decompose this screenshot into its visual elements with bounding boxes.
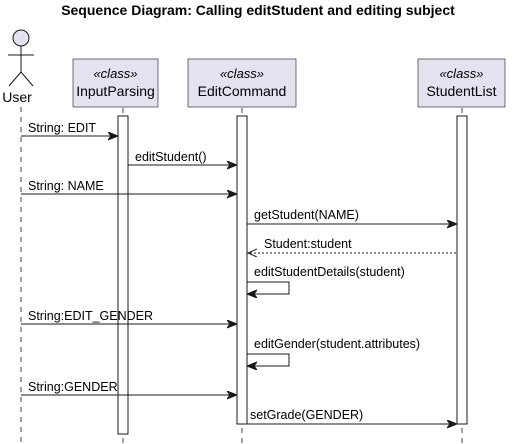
message-label: editGender(student.attributes) bbox=[254, 337, 420, 351]
participant-editcommand: «class» EditCommand bbox=[187, 58, 297, 108]
message-string-gender: String:GENDER bbox=[21, 380, 236, 395]
participant-inputparsing: «class» InputParsing bbox=[72, 58, 159, 108]
participant-studentlist: «class» StudentList bbox=[417, 58, 506, 108]
message-label: String: EDIT bbox=[28, 121, 96, 135]
diagram-title: Sequence Diagram: Calling editStudent an… bbox=[61, 2, 455, 18]
message-label: Student:student bbox=[264, 237, 352, 251]
inputparsing-name: InputParsing bbox=[76, 83, 155, 99]
message-label: getStudent(NAME) bbox=[254, 208, 359, 222]
user-label: User bbox=[2, 89, 32, 105]
message-return-student: Student:student bbox=[248, 237, 456, 253]
message-label: editStudentDetails(student) bbox=[254, 265, 405, 279]
studentlist-name: StudentList bbox=[426, 83, 496, 99]
message-editstudent: editStudent() bbox=[128, 150, 236, 165]
editcommand-name: EditCommand bbox=[198, 83, 287, 99]
inputparsing-activation bbox=[117, 115, 129, 435]
editcommand-activation bbox=[236, 115, 248, 425]
message-setgrade: setGrade(GENDER) bbox=[247, 408, 456, 424]
editcommand-stereotype: «class» bbox=[220, 66, 264, 81]
message-string-name: String: NAME bbox=[21, 179, 236, 194]
message-editstudentdetails: editStudentDetails(student) bbox=[247, 265, 405, 294]
studentlist-stereotype: «class» bbox=[439, 66, 483, 81]
message-label: String:GENDER bbox=[28, 380, 118, 394]
message-getstudent: getStudent(NAME) bbox=[247, 208, 456, 224]
studentlist-activation bbox=[456, 115, 468, 425]
user-actor-icon bbox=[8, 29, 34, 87]
message-string-edit-gender: String:EDIT_GENDER bbox=[21, 309, 236, 324]
message-string-edit: String: EDIT bbox=[21, 121, 117, 136]
message-label: editStudent() bbox=[135, 150, 207, 164]
message-label: String:EDIT_GENDER bbox=[28, 309, 153, 323]
message-label: setGrade(GENDER) bbox=[250, 408, 363, 422]
inputparsing-stereotype: «class» bbox=[93, 66, 137, 81]
message-label: String: NAME bbox=[28, 179, 104, 193]
message-editgender: editGender(student.attributes) bbox=[247, 337, 420, 366]
